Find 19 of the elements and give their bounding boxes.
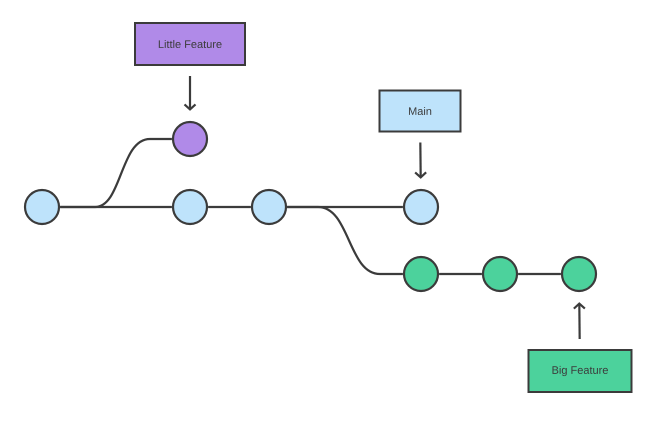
branch-line (60, 138, 172, 208)
arrow (414, 142, 427, 179)
branch-line (287, 206, 403, 276)
commit-circle (402, 256, 440, 292)
commit-circle (482, 256, 518, 292)
branch-line (208, 206, 251, 208)
commit-circle (172, 188, 208, 226)
label-box: Little Feature (134, 22, 246, 66)
commit-circle (402, 188, 440, 226)
branch-line (518, 272, 561, 276)
arrow (573, 302, 586, 339)
label-box: Big Feature (528, 349, 632, 393)
commit-circle (250, 188, 288, 226)
label-box: Main (378, 90, 462, 132)
commit-circle (24, 188, 60, 226)
commit-circle (172, 120, 208, 158)
arrow (184, 76, 196, 111)
commit-circle (560, 256, 598, 292)
branch-line (439, 272, 482, 276)
